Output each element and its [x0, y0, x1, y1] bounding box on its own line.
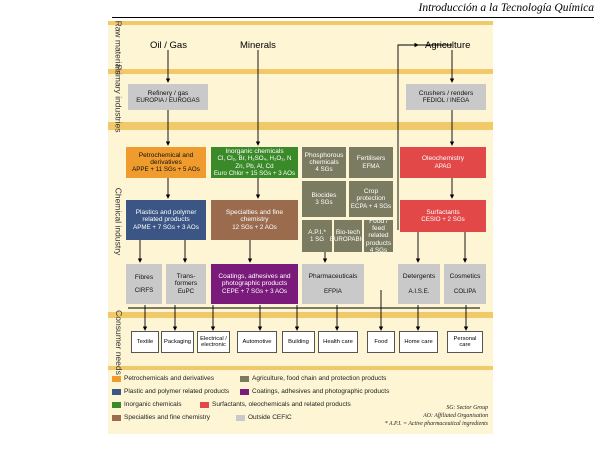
credit-sector-group: SG: Sector Group: [446, 405, 488, 411]
band-divider: [108, 21, 493, 25]
consumer-packaging: Packaging: [161, 331, 194, 353]
band-divider: [108, 69, 493, 74]
header: Introducción a la Tecnología Química: [0, 0, 600, 20]
consumer-automotive: Automotive: [237, 331, 277, 353]
legend-item-plastics: Plastic and polymer related products: [112, 388, 229, 395]
legend-item-surfactants: Surfactants, oleochemicals and related p…: [200, 401, 351, 408]
legend-item-specialties: Specialties and fine chemistry: [112, 414, 210, 421]
legend-item-agriculture: Agriculture, food chain and protection p…: [240, 375, 386, 382]
raw-agriculture: Agriculture: [425, 40, 471, 51]
band-divider: [108, 366, 493, 370]
legend-swatch: [240, 375, 249, 382]
legend-swatch: [112, 388, 121, 395]
consumer-food: Food: [367, 331, 395, 353]
consumer-building: Building: [282, 331, 315, 353]
header-rule: [112, 17, 594, 18]
box-coatings: Coatings, adhesives and photographic pro…: [211, 264, 298, 304]
page-title: Introducción a la Tecnología Química: [418, 2, 594, 14]
legend-swatch: [112, 375, 121, 382]
consumer-textile: Textile: [131, 331, 159, 353]
credit-api-footnote: * A.P.I. = Active pharmaceutical ingredi…: [384, 421, 488, 427]
consumer-home-care: Home care: [399, 331, 438, 353]
legend-item-outside-cefic: Outside CEFIC: [236, 414, 292, 421]
credit-affiliated: AO: Affiliated Organisation: [423, 413, 488, 419]
legend-swatch: [236, 414, 245, 421]
band-raw-materials: [108, 25, 493, 69]
consumer-health-care: Health care: [318, 331, 358, 353]
legend-swatch: [200, 401, 209, 408]
box-api: A.P.I.*1 SG: [302, 220, 332, 252]
legend-swatch: [112, 414, 121, 421]
consumer-personal-care: Personal care: [447, 331, 483, 353]
raw-minerals: Minerals: [240, 40, 276, 51]
legend-swatch: [112, 401, 121, 408]
legend-item-petrochemicals: Petrochemicals and derivatives: [112, 375, 214, 382]
raw-oil-gas: Oil / Gas: [150, 40, 187, 51]
legend-item-inorganic: Inorganic chemicals: [112, 401, 181, 408]
legend-item-coatings: Coatings, adhesives and photographic pro…: [240, 388, 389, 395]
consumer-electrical: Electrical / electronic: [197, 331, 230, 353]
band-divider: [108, 312, 493, 318]
box-inorganic: Inorganic chemicals Cl, Cl₂, Br, H₂SO₄, …: [211, 147, 298, 178]
band-divider: [108, 122, 493, 130]
legend-panel: [108, 370, 493, 434]
legend-swatch: [240, 388, 249, 395]
